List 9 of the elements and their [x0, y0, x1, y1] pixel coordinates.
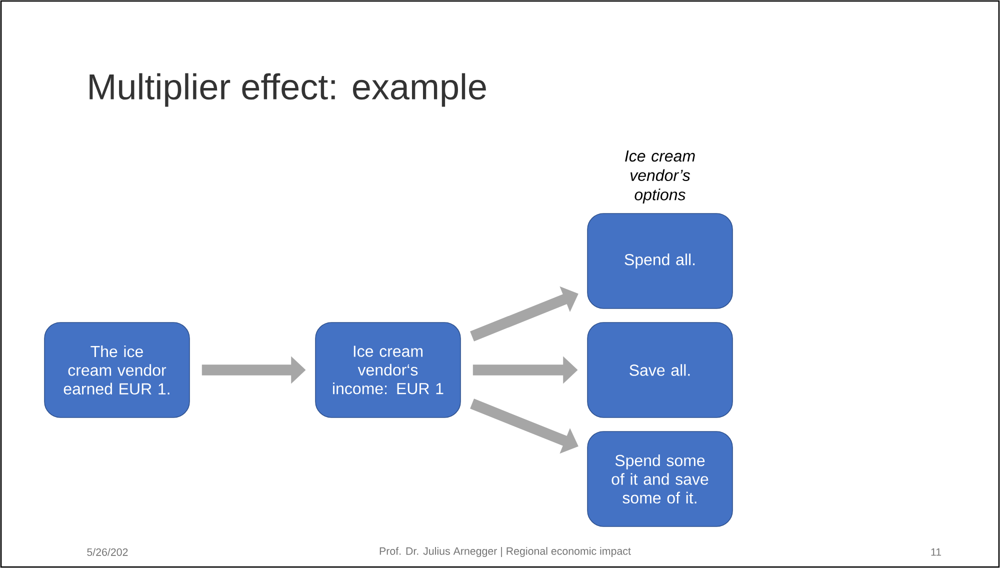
process-box: Save all.: [587, 322, 733, 418]
page-number: 11: [931, 548, 942, 556]
process-box: Spend all.: [587, 213, 733, 309]
process-box: Ice cream vendor‘s income: EUR 1: [315, 322, 461, 418]
process-box: Spend some of it and save some of it.: [587, 431, 733, 527]
footer-text: Prof. Dr. Julius Arnegger | Regional economic impact: [380, 547, 631, 557]
slide-title: Multiplier effect: example: [90, 73, 486, 107]
process-box: The ice cream vendor earned EUR 1.: [44, 322, 190, 418]
footer-date: 5/26/202: [87, 548, 128, 556]
